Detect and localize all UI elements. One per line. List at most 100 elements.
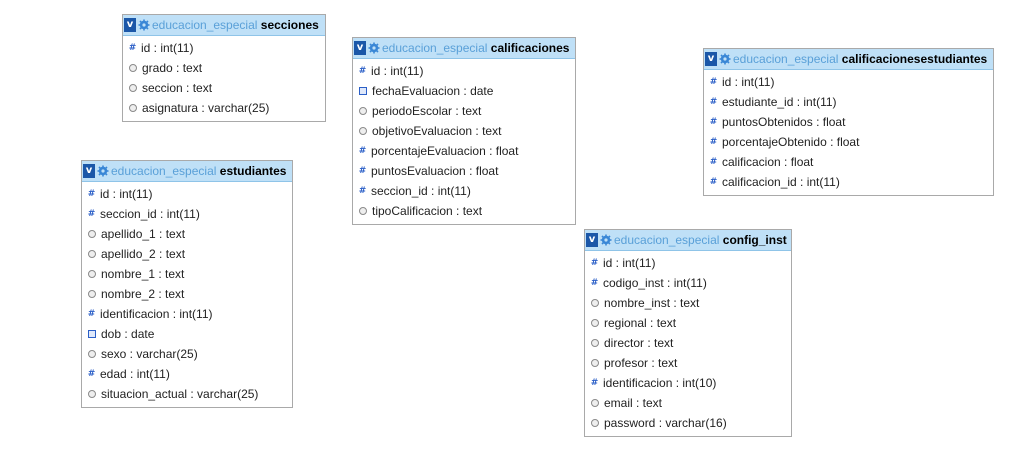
toggle-columns-icon[interactable]: v: [124, 18, 136, 32]
numeric-type-icon: #: [590, 257, 599, 268]
column-row[interactable]: # puntosObtenidos : float: [704, 112, 993, 132]
database-name: educacion_especial: [733, 52, 839, 66]
text-type-icon: [129, 104, 137, 112]
column-row[interactable]: asignatura : varchar(25): [123, 98, 325, 118]
numeric-type-icon: #: [590, 377, 599, 388]
column-row[interactable]: #id : int(11): [704, 72, 993, 92]
column-row[interactable]: situacion_actual : varchar(25): [82, 384, 292, 404]
column-row[interactable]: nombre_inst : text: [585, 293, 791, 313]
gear-icon[interactable]: [138, 19, 150, 31]
toggle-columns-icon[interactable]: v: [705, 52, 717, 66]
text-type-icon: [88, 230, 96, 238]
column-list: # id : int(11) #codigo_inst : int(11)nombr…: [585, 251, 791, 433]
numeric-type-icon: #: [358, 145, 367, 156]
column-row[interactable]: nombre_1 : text: [82, 264, 292, 284]
numeric-type-icon: #: [358, 185, 367, 196]
toggle-columns-icon[interactable]: v: [83, 164, 95, 178]
column-row[interactable]: regional : text: [585, 313, 791, 333]
toggle-columns-icon[interactable]: v: [586, 233, 598, 247]
numeric-type-icon: #: [709, 156, 718, 167]
text-type-icon: [88, 270, 96, 278]
column-row[interactable]: #porcentajeEvaluacion : float: [353, 141, 575, 161]
column-label: edad : int(11): [100, 367, 170, 381]
gear-icon[interactable]: [97, 165, 109, 177]
column-row[interactable]: fechaEvaluacion : date: [353, 81, 575, 101]
column-label: id : int(11): [603, 256, 656, 270]
column-row[interactable]: #codigo_inst : int(11): [585, 273, 791, 293]
numeric-type-icon: #: [358, 65, 367, 76]
column-row[interactable]: profesor : text: [585, 353, 791, 373]
numeric-type-icon: #: [87, 368, 96, 379]
column-row[interactable]: # porcentajeObtenido : float: [704, 132, 993, 152]
column-label: puntosObtenidos : float: [722, 115, 846, 129]
calendar-icon: [359, 87, 367, 95]
text-type-icon: [591, 299, 599, 307]
column-row[interactable]: password : varchar(16): [585, 413, 791, 433]
toggle-columns-icon[interactable]: v: [354, 41, 366, 55]
column-row[interactable]: #calificacion_id : int(11): [704, 172, 993, 192]
column-label: profesor : text: [604, 356, 678, 370]
column-row[interactable]: email : text: [585, 393, 791, 413]
column-label: situacion_actual : varchar(25): [101, 387, 259, 401]
text-type-icon: [129, 64, 137, 72]
column-row[interactable]: periodoEscolar : text: [353, 101, 575, 121]
column-label: periodoEscolar : text: [372, 104, 482, 118]
column-row[interactable]: #id : int(11): [123, 38, 325, 58]
column-label: porcentajeObtenido : float: [722, 135, 860, 149]
numeric-type-icon: #: [709, 116, 718, 127]
column-label: id : int(11): [141, 41, 194, 55]
column-row[interactable]: #id : int(11): [82, 184, 292, 204]
column-label: apellido_2 : text: [101, 247, 186, 261]
column-row[interactable]: director : text: [585, 333, 791, 353]
column-label: sexo : varchar(25): [101, 347, 198, 361]
column-row[interactable]: #puntosEvaluacion : float: [353, 161, 575, 181]
text-type-icon: [359, 107, 367, 115]
gear-icon[interactable]: [368, 42, 380, 54]
column-label: id : int(11): [100, 187, 153, 201]
column-label: director : text: [604, 336, 674, 350]
column-label: password : varchar(16): [604, 416, 727, 430]
numeric-type-icon: #: [709, 136, 718, 147]
column-label: fechaEvaluacion : date: [372, 84, 494, 98]
numeric-type-icon: #: [709, 176, 718, 187]
table-name: secciones: [260, 18, 319, 32]
column-row[interactable]: dob : date: [82, 324, 292, 344]
column-row[interactable]: grado : text: [123, 58, 325, 78]
column-label: asignatura : varchar(25): [142, 101, 270, 115]
column-row[interactable]: apellido_1 : text: [82, 224, 292, 244]
column-row[interactable]: #seccion_id : int(11): [353, 181, 575, 201]
column-label: identificacion : int(10): [603, 376, 717, 390]
column-label: puntosEvaluacion : float: [371, 164, 499, 178]
column-row[interactable]: sexo : varchar(25): [82, 344, 292, 364]
column-row[interactable]: #identificacion : int(11): [82, 304, 292, 324]
column-row[interactable]: # id : int(11): [585, 253, 791, 273]
column-row[interactable]: apellido_2 : text: [82, 244, 292, 264]
column-row[interactable]: tipoCalificacion : text: [353, 201, 575, 221]
numeric-type-icon: #: [709, 96, 718, 107]
column-row[interactable]: seccion : text: [123, 78, 325, 98]
column-row[interactable]: objetivoEvaluacion : text: [353, 121, 575, 141]
column-row[interactable]: #id : int(11): [353, 61, 575, 81]
column-row[interactable]: # identificacion : int(10): [585, 373, 791, 393]
column-row[interactable]: # calificacion : float: [704, 152, 993, 172]
column-label: objetivoEvaluacion : text: [372, 124, 502, 138]
column-list: #id : int(11)#estudiante_id : int(11)#pu…: [704, 70, 993, 192]
column-row[interactable]: #estudiante_id : int(11): [704, 92, 993, 112]
gear-icon[interactable]: [600, 234, 612, 246]
column-label: calificacion : float: [722, 155, 814, 169]
gear-icon[interactable]: [719, 53, 731, 65]
column-row[interactable]: nombre_2 : text: [82, 284, 292, 304]
column-row[interactable]: # edad : int(11): [82, 364, 292, 384]
column-row[interactable]: #seccion_id : int(11): [82, 204, 292, 224]
database-name: educacion_especial: [111, 164, 217, 178]
